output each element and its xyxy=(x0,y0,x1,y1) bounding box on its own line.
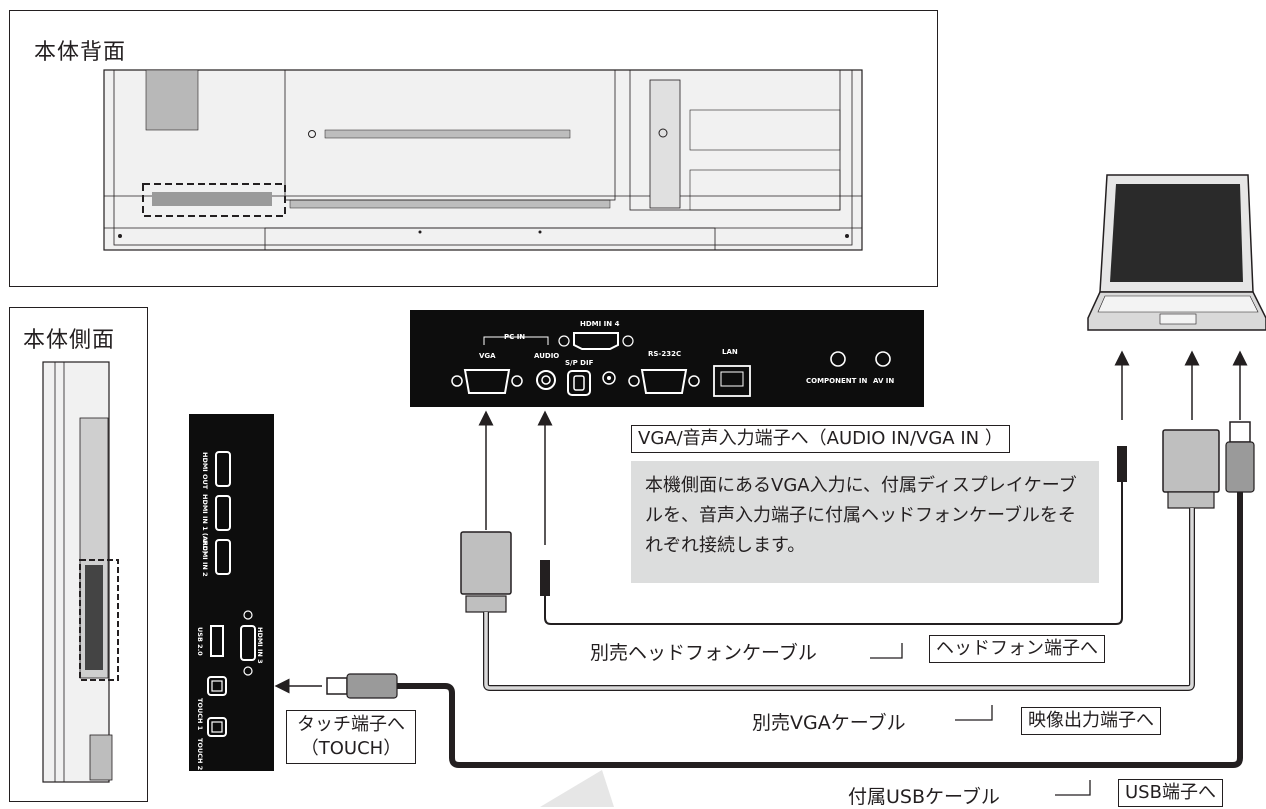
touch-port-label: タッチ端子へ （TOUCH） xyxy=(286,710,416,764)
vga-label: VGA xyxy=(479,352,496,360)
lan-label: LAN xyxy=(722,348,738,356)
usb-cable-caption: 付属USBケーブル xyxy=(848,786,1000,808)
rs232c-label: RS-232C xyxy=(648,350,682,358)
headphone-port-label: ヘッドフォン端子へ xyxy=(929,635,1105,663)
vga-audio-in-label: VGA/音声入力端子へ（AUDIO IN/VGA IN ） xyxy=(631,425,1010,453)
video-out-port-label: 映像出力端子へ xyxy=(1021,707,1161,735)
hdmi-in-4-label: HDMI IN 4 xyxy=(580,320,620,328)
touch-port-line2: （TOUCH） xyxy=(300,738,402,759)
connection-note: 本機側面にあるVGA入力に、付属ディスプレイケーブルを、音声入力端子に付属ヘッド… xyxy=(631,461,1099,583)
pc-in-label: PC IN xyxy=(504,333,526,341)
rear-view-title: 本体背面 xyxy=(34,40,127,65)
pc-connector-panel xyxy=(410,310,924,407)
usb-port-label: USB端子へ xyxy=(1118,779,1223,807)
vga-port-icon xyxy=(451,369,523,394)
audio-label: AUDIO xyxy=(534,352,560,360)
spdif-label: S/P DIF xyxy=(565,359,594,367)
headphone-cable-caption: 別売ヘッドフォンケーブル xyxy=(590,642,817,664)
side-connector-panel xyxy=(189,414,274,771)
component-in-label: COMPONENT IN xyxy=(806,377,868,385)
touch-port-line1: タッチ端子へ xyxy=(297,714,405,735)
av-in-label: AV IN xyxy=(873,377,895,385)
side-view-title: 本体側面 xyxy=(23,328,116,353)
vga-cable-caption: 別売VGAケーブル xyxy=(752,712,906,734)
